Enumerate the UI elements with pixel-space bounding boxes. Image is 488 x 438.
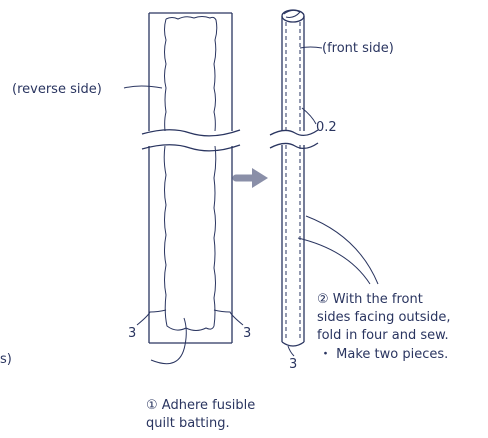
bottom-margin-label: 3	[289, 357, 297, 372]
batting-caption-line2: quilt batting.	[146, 416, 230, 431]
right-break-mark-upper	[269, 129, 319, 137]
edge-text-fragment: s)	[0, 352, 12, 367]
batting-caption-leader	[150, 317, 187, 365]
reverse-side-leader	[123, 85, 163, 89]
seam-allowance-leader	[301, 107, 317, 125]
left-strip	[123, 12, 244, 365]
margin-right-label: 3	[243, 326, 251, 341]
sew-caption-line4: ・ Make two pieces.	[319, 347, 448, 362]
right-break-mark-lower	[269, 142, 319, 150]
margin-right-leader	[213, 309, 244, 326]
sew-caption-line2: sides facing outside,	[317, 310, 451, 325]
front-side-label: (front side)	[322, 41, 394, 56]
left-strip-outline-top	[148, 12, 233, 131]
seam-line-top	[285, 22, 301, 131]
batting-caption-line1: ① Adhere fusible	[146, 398, 255, 413]
sew-caption-line3: fold in four and sew.	[317, 328, 449, 343]
left-break-mark-lower	[141, 144, 241, 152]
batting-outline-bottom	[163, 145, 217, 331]
batting-outline-top	[164, 16, 218, 132]
reverse-side-label: (reverse side)	[12, 82, 102, 97]
right-strip	[269, 9, 379, 357]
sew-caption-leader-outer	[305, 215, 379, 285]
margin-left-label: 3	[128, 326, 136, 341]
bottom-margin-leader	[287, 345, 295, 357]
right-strip-outline-top	[281, 16, 305, 131]
arrow-right-icon	[232, 168, 268, 188]
roll-top-curl	[283, 9, 301, 18]
seam-line-bottom	[285, 145, 301, 338]
right-strip-bottom-end	[281, 341, 305, 347]
sew-caption-line1: ② With the front	[317, 292, 423, 307]
left-break-mark-upper	[141, 129, 241, 137]
front-side-leader	[299, 46, 323, 49]
margin-left-leader	[136, 309, 167, 326]
right-strip-outline-bottom	[281, 145, 305, 342]
left-strip-outline-bottom	[148, 146, 233, 344]
seam-allowance-label: 0.2	[316, 120, 337, 135]
sew-caption-leader-inner	[297, 237, 371, 285]
